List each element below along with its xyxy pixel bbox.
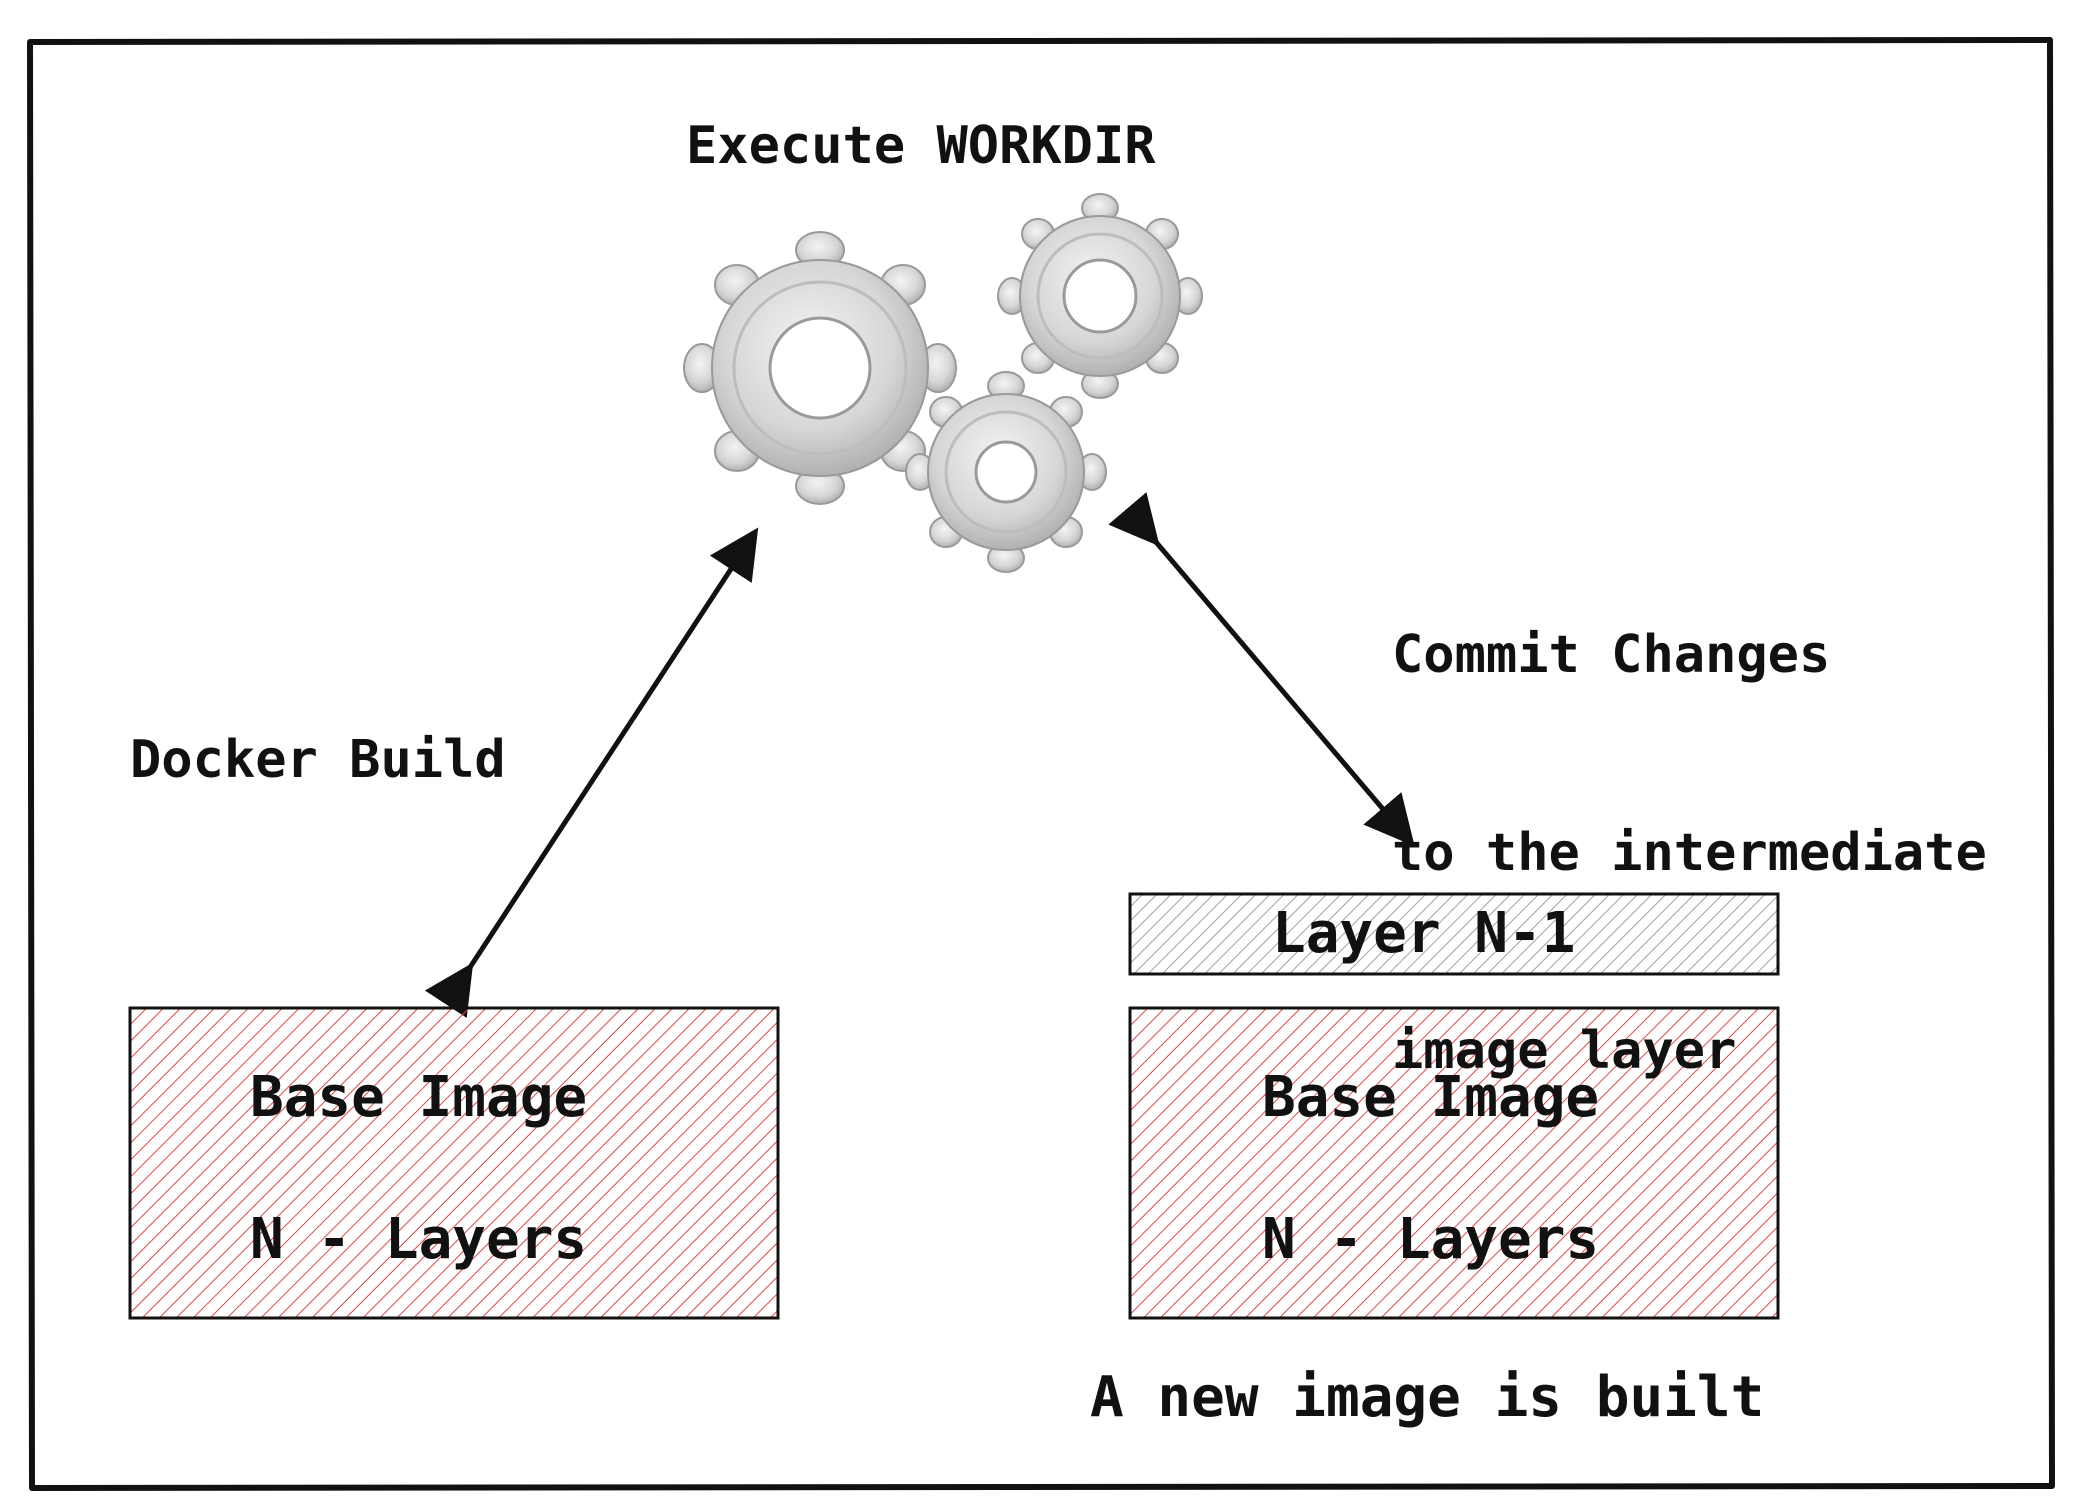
right-base-image-layers: N - Layers [1262,1207,1600,1272]
docker-build-arrow [424,527,759,1018]
docker-build-label: Docker Build [130,730,506,790]
left-base-image-box [128,1006,780,1320]
commit-arrow [1108,492,1415,847]
result-caption: A new image is built [1090,1365,1765,1430]
right-base-image-box [1128,1006,1780,1320]
layer-n-1-box [1128,892,1780,976]
layer-n-1-label: Layer N-1 [1272,901,1576,966]
right-base-image-title: Base Image [1262,1065,1600,1130]
left-base-image-title: Base Image [250,1065,588,1130]
gears-icon [683,193,1203,573]
outer-frame [27,37,2055,1491]
commit-changes-label: Commit Changes to the intermediate image… [1392,490,1987,1216]
commit-line-1: Commit Changes [1392,625,1831,685]
commit-line-2: to the intermediate [1392,823,1987,883]
left-base-image-layers: N - Layers [250,1207,588,1272]
commit-line-3: image layer [1392,1021,1737,1081]
diagram-title: Execute WORKDIR [686,116,1156,176]
